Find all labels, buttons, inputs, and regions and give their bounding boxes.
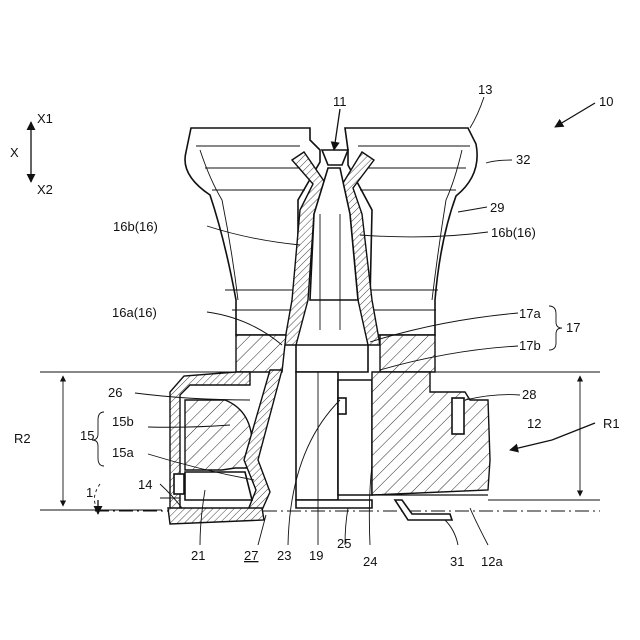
label-28: 28 [522, 387, 536, 402]
label-25: 25 [337, 536, 351, 551]
label-23: 23 [277, 548, 291, 563]
label-15b: 15b [112, 414, 134, 429]
axis-indicator: X1 X X2 [10, 111, 53, 197]
center-core [296, 345, 372, 500]
label-10: 10 [599, 94, 613, 109]
label-32: 32 [516, 152, 530, 167]
label-29: 29 [490, 200, 504, 215]
label-r1: R1 [603, 416, 620, 431]
label-17b: 17b [519, 338, 541, 353]
label-21: 21 [191, 548, 205, 563]
lower-right-housing [372, 372, 490, 520]
label-13: 13 [478, 82, 492, 97]
label-14: 14 [138, 477, 152, 492]
axis-x1-label: X1 [37, 111, 53, 126]
label-15a: 15a [112, 445, 134, 460]
brace-17 [549, 306, 562, 350]
label-12a: 12a [481, 554, 503, 569]
label-26: 26 [108, 385, 122, 400]
label-11: 11 [333, 94, 347, 109]
label-12: 12 [527, 416, 541, 431]
label-27: 27 [244, 548, 258, 563]
label-24: 24 [363, 554, 377, 569]
label-19: 19 [309, 548, 323, 563]
lower-left-housing [160, 370, 282, 524]
label-15: 15 [80, 428, 94, 443]
label-31: 31 [450, 554, 464, 569]
axis-x-label: X [10, 145, 19, 160]
label-17a: 17a [519, 306, 541, 321]
base-plate-25 [296, 500, 372, 508]
label-16b-left: 16b(16) [113, 219, 158, 234]
label-17: 17 [566, 320, 580, 335]
label-16a: 16a(16) [112, 305, 157, 320]
axis-x2-label: X2 [37, 182, 53, 197]
label-1: 1 [86, 485, 93, 500]
label-16b-right: 16b(16) [491, 225, 536, 240]
label-r2: R2 [14, 431, 31, 446]
